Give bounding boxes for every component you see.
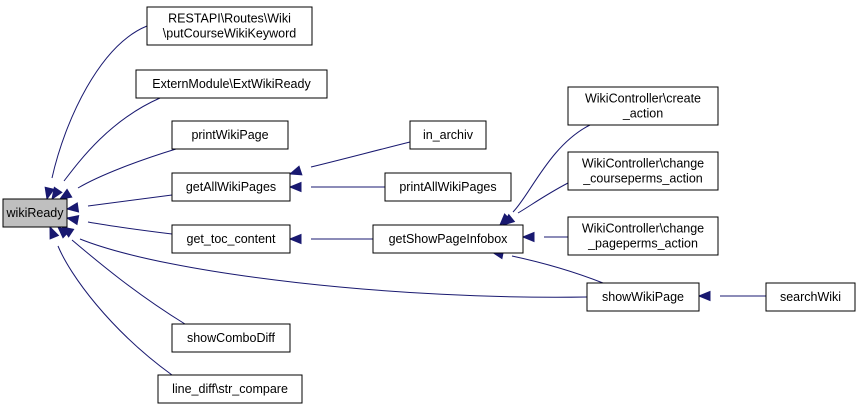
edge-change_courseperms_action-to-getShowPageInfobox — [501, 182, 569, 226]
node-wikiReady[interactable]: wikiReady — [2, 198, 68, 228]
node-change_courseperms_action[interactable]: WikiController\change_courseperms_action — [567, 151, 719, 191]
node-label: searchWiki — [780, 290, 841, 304]
edge-str_compare-to-wikiReady — [49, 225, 173, 376]
edge-putCourseWikiKeyword-to-wikiReady — [44, 25, 148, 201]
node-label: wikiReady — [6, 206, 65, 220]
node-searchWiki[interactable]: searchWiki — [765, 282, 856, 312]
node-label: \putCourseWikiKeyword — [163, 27, 296, 41]
node-label: line_diff\str_compare — [172, 382, 288, 396]
node-label: getShowPageInfobox — [389, 232, 509, 246]
node-ExtWikiReady[interactable]: ExternModule\ExtWikiReady — [135, 69, 328, 99]
edges-layer — [44, 25, 766, 376]
nodes-layer: wikiReady RESTAPI\Routes\Wiki\putCourseWi… — [2, 6, 856, 404]
node-label: printAllWikiPages — [399, 180, 496, 194]
node-label: get_toc_content — [187, 232, 276, 246]
node-label: WikiController\create — [585, 92, 701, 106]
node-label: WikiController\change — [582, 157, 704, 171]
node-label: getAllWikiPages — [186, 180, 276, 194]
node-showComboDiff[interactable]: showComboDiff — [171, 323, 291, 353]
node-showWikiPage[interactable]: showWikiPage — [586, 282, 700, 312]
edge-printWikiPage-to-wikiReady — [58, 148, 177, 200]
edge-in_archiv-to-getAllWikiPages — [288, 141, 411, 176]
node-label: showWikiPage — [602, 290, 684, 304]
node-label: _action — [622, 107, 663, 121]
node-in_archiv[interactable]: in_archiv — [409, 120, 487, 150]
node-label: _pageperms_action — [587, 237, 698, 251]
node-putCourseWikiKeyword[interactable]: RESTAPI\Routes\Wiki\putCourseWikiKeyword — [146, 6, 313, 46]
node-create_action[interactable]: WikiController\create_action — [567, 86, 719, 126]
node-label: RESTAPI\Routes\Wiki — [168, 12, 291, 26]
edge-printAllWikiPages-to-getAllWikiPages — [288, 181, 385, 193]
node-label: ExternModule\ExtWikiReady — [152, 77, 311, 91]
edge-showWikiPage-to-wikiReady — [60, 226, 588, 298]
edge-ExtWikiReady-to-wikiReady — [51, 97, 161, 201]
node-label: showComboDiff — [187, 331, 276, 345]
node-label: WikiController\change — [582, 222, 704, 236]
edge-getShowPageInfobox-to-get_toc_content — [288, 233, 373, 245]
node-get_toc_content[interactable]: get_toc_content — [171, 224, 291, 254]
node-printAllWikiPages[interactable]: printAllWikiPages — [384, 172, 512, 202]
node-str_compare[interactable]: line_diff\str_compare — [157, 374, 303, 404]
node-getShowPageInfobox[interactable]: getShowPageInfobox — [372, 224, 524, 254]
edge-change_pageperms_action-to-getShowPageInfobox — [521, 231, 568, 243]
edge-get_toc_content-to-wikiReady — [65, 214, 173, 235]
edge-showComboDiff-to-wikiReady — [57, 226, 186, 325]
node-printWikiPage[interactable]: printWikiPage — [171, 120, 289, 150]
node-label: printWikiPage — [191, 128, 268, 142]
node-change_pageperms_action[interactable]: WikiController\change_pageperms_action — [567, 216, 719, 256]
edge-getAllWikiPages-to-wikiReady — [65, 194, 173, 213]
node-label: in_archiv — [423, 128, 474, 142]
node-label: _courseperms_action — [582, 172, 703, 186]
node-getAllWikiPages[interactable]: getAllWikiPages — [171, 172, 291, 202]
edge-searchWiki-to-showWikiPage — [697, 290, 766, 302]
